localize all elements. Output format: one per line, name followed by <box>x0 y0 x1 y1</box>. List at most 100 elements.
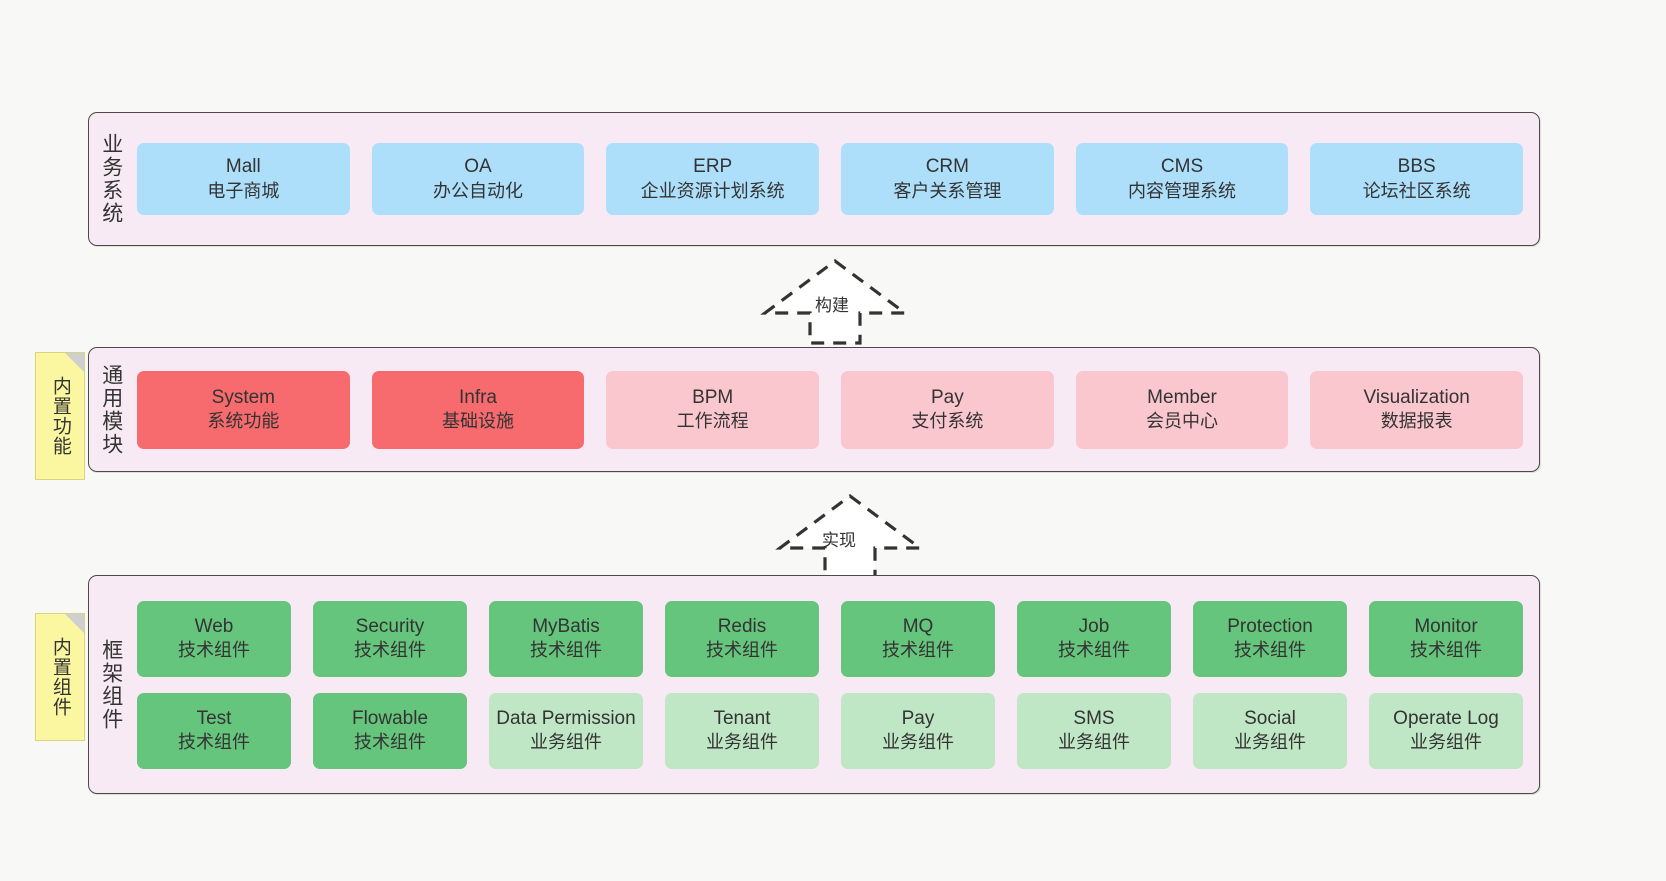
card-title: Tenant <box>713 707 771 729</box>
layer-title-common-modules: 通用模块 <box>99 363 123 456</box>
card-subtitle: 技术组件 <box>1058 640 1130 661</box>
card-row: System 系统功能 Infra 基础设施 BPM 工作流程 Pay 支付系统… <box>137 370 1524 449</box>
card-title: Data Permission <box>496 707 636 729</box>
card-visualization[interactable]: Visualization 数据报表 <box>1310 370 1524 449</box>
card-title: Flowable <box>351 707 429 729</box>
card-subtitle: 会员中心 <box>1146 411 1219 432</box>
card-subtitle: 客户关系管理 <box>893 180 1002 201</box>
card-row: Test 技术组件 Flowable 技术组件 Data Permission … <box>137 692 1523 769</box>
card-job[interactable]: Job 技术组件 <box>1017 600 1171 677</box>
card-redis[interactable]: Redis 技术组件 <box>665 600 819 677</box>
card-title: Monitor <box>1414 615 1478 637</box>
layer-body-common-modules: System 系统功能 Infra 基础设施 BPM 工作流程 Pay 支付系统… <box>133 348 1539 471</box>
card-title: Test <box>196 707 232 729</box>
card-subtitle: 技术组件 <box>882 640 954 661</box>
card-subtitle: 技术组件 <box>1234 640 1306 661</box>
card-subtitle: 支付系统 <box>911 411 984 432</box>
card-test[interactable]: Test 技术组件 <box>137 692 291 769</box>
card-subtitle: 技术组件 <box>178 640 250 661</box>
card-subtitle: 技术组件 <box>706 640 778 661</box>
card-row: Web 技术组件 Security 技术组件 MyBatis 技术组件 Redi… <box>137 600 1523 677</box>
card-title: Member <box>1147 386 1217 408</box>
layer-common-modules: 通用模块 System 系统功能 Infra 基础设施 BPM 工作流程 Pay… <box>88 347 1540 472</box>
card-system[interactable]: System 系统功能 <box>137 370 350 449</box>
card-title: Protection <box>1227 615 1313 637</box>
arrow-label: 实现 <box>822 531 856 550</box>
card-title: Job <box>1078 615 1110 637</box>
card-flowable[interactable]: Flowable 技术组件 <box>313 692 467 769</box>
page-fold-icon <box>65 614 84 633</box>
card-title: System <box>211 386 276 408</box>
layer-business-system: 业务系统 Mall 电子商城 OA 办公自动化 ERP 企业资源计划系统 CRM… <box>88 112 1540 246</box>
card-subtitle: 业务组件 <box>1410 732 1482 753</box>
card-title: Redis <box>717 615 767 637</box>
card-sms[interactable]: SMS 业务组件 <box>1017 692 1171 769</box>
card-subtitle: 技术组件 <box>178 732 250 753</box>
card-title: BBS <box>1397 156 1436 178</box>
card-subtitle: 论坛社区系统 <box>1362 180 1471 201</box>
card-member[interactable]: Member 会员中心 <box>1075 370 1289 449</box>
card-social[interactable]: Social 业务组件 <box>1193 692 1347 769</box>
card-title: Pay <box>930 386 964 408</box>
card-mybatis[interactable]: MyBatis 技术组件 <box>489 600 643 677</box>
card-title: Security <box>355 615 425 637</box>
card-subtitle: 技术组件 <box>530 640 602 661</box>
card-subtitle: 技术组件 <box>1410 640 1482 661</box>
card-data-permission[interactable]: Data Permission 业务组件 <box>489 692 643 769</box>
card-subtitle: 内容管理系统 <box>1128 180 1237 201</box>
card-title: Social <box>1244 707 1296 729</box>
card-subtitle: 技术组件 <box>354 732 426 753</box>
card-security[interactable]: Security 技术组件 <box>313 600 467 677</box>
generalization-arrow-icon <box>760 259 910 345</box>
card-subtitle: 基础设施 <box>442 411 514 432</box>
card-subtitle: 业务组件 <box>882 732 954 753</box>
card-monitor[interactable]: Monitor 技术组件 <box>1369 600 1523 677</box>
card-row: Mall 电子商城 OA 办公自动化 ERP 企业资源计划系统 CRM 客户关系… <box>137 143 1524 215</box>
card-subtitle: 业务组件 <box>1058 732 1130 753</box>
card-erp[interactable]: ERP 企业资源计划系统 <box>606 143 820 215</box>
card-title: Pay <box>901 707 935 729</box>
card-subtitle: 业务组件 <box>530 732 602 753</box>
card-subtitle: 企业资源计划系统 <box>640 180 785 201</box>
card-operate-log[interactable]: Operate Log 业务组件 <box>1369 692 1523 769</box>
card-title: Web <box>194 615 234 637</box>
sticky-note-builtin-components: 内置组件 <box>35 613 85 741</box>
card-infra[interactable]: Infra 基础设施 <box>371 370 585 449</box>
card-crm[interactable]: CRM 客户关系管理 <box>841 143 1054 215</box>
card-pay[interactable]: Pay 支付系统 <box>841 370 1054 449</box>
card-title: MyBatis <box>532 615 600 637</box>
layer-body-business-system: Mall 电子商城 OA 办公自动化 ERP 企业资源计划系统 CRM 客户关系… <box>133 113 1539 245</box>
layer-body-framework-components: Web 技术组件 Security 技术组件 MyBatis 技术组件 Redi… <box>133 576 1539 793</box>
card-title: Visualization <box>1363 386 1470 408</box>
card-title: ERP <box>693 156 733 178</box>
card-subtitle: 业务组件 <box>1234 732 1306 753</box>
card-title: MQ <box>902 615 934 637</box>
card-bpm[interactable]: BPM 工作流程 <box>606 370 820 449</box>
card-title: BPM <box>692 386 734 408</box>
sticky-note-text: 内置功能 <box>49 376 71 456</box>
card-cms[interactable]: CMS 内容管理系统 <box>1075 143 1289 215</box>
card-title: Infra <box>458 386 498 408</box>
card-title: Mall <box>225 156 261 178</box>
layer-title-business-system: 业务系统 <box>99 133 123 225</box>
card-mall[interactable]: Mall 电子商城 <box>137 143 350 215</box>
card-tenant[interactable]: Tenant 业务组件 <box>665 692 819 769</box>
card-protection[interactable]: Protection 技术组件 <box>1193 600 1347 677</box>
arrow-label: 构建 <box>815 296 849 315</box>
card-mq[interactable]: MQ 技术组件 <box>841 600 995 677</box>
card-subtitle: 电子商城 <box>207 180 280 201</box>
card-web[interactable]: Web 技术组件 <box>137 600 291 677</box>
sticky-note-builtin-features: 内置功能 <box>35 352 85 480</box>
layer-framework-components: 框架组件 Web 技术组件 Security 技术组件 MyBatis 技术组件… <box>88 575 1540 794</box>
card-title: CMS <box>1160 156 1204 178</box>
sticky-note-text: 内置组件 <box>49 637 71 717</box>
card-title: Operate Log <box>1393 707 1499 729</box>
card-subtitle: 办公自动化 <box>433 180 523 201</box>
card-pay-component[interactable]: Pay 业务组件 <box>841 692 995 769</box>
card-subtitle: 业务组件 <box>706 732 778 753</box>
card-title: SMS <box>1073 707 1115 729</box>
card-bbs[interactable]: BBS 论坛社区系统 <box>1310 143 1524 215</box>
page-fold-icon <box>65 353 84 372</box>
card-oa[interactable]: OA 办公自动化 <box>371 143 585 215</box>
